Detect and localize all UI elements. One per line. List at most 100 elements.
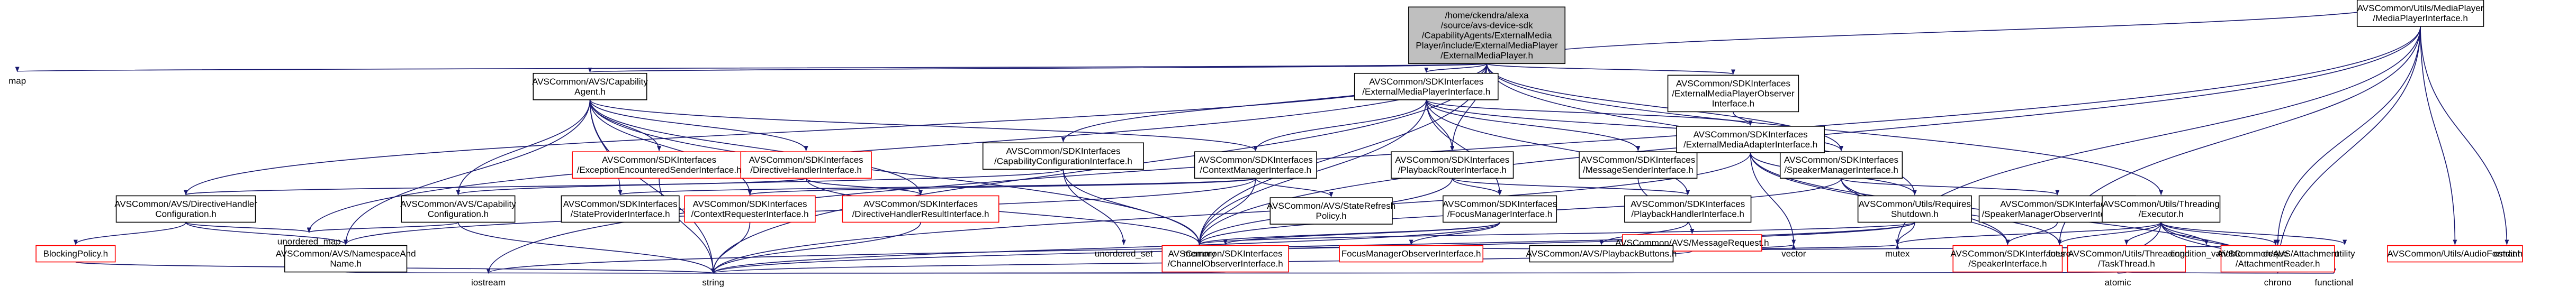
node-focus-manager[interactable]: AVSCommon/SDKInterfaces/FocusManagerInte… <box>1443 195 1557 223</box>
edge-context_requester-to-string <box>711 222 751 274</box>
node-channel-observer[interactable]: AVSCommon/SDKInterfaces/ChannelObserverI… <box>1161 245 1289 273</box>
node-box <box>284 245 408 273</box>
node-string[interactable]: string <box>702 277 724 287</box>
edge-context_manager-to-memory <box>1197 178 1256 245</box>
node-label-line: future <box>2048 249 2071 259</box>
node-focus-observer[interactable]: FocusManagerObserverInterface.h <box>1339 245 1484 263</box>
node-playback-handler[interactable]: AVSCommon/SDKInterfaces/PlaybackHandlerI… <box>1624 195 1752 223</box>
node-label-line: condition_variable <box>2170 249 2242 259</box>
node-task-thread[interactable]: AVSCommon/Utils/Threading/TaskThread.h <box>2067 245 2186 273</box>
edge-capability_agent-to-string <box>589 99 716 274</box>
edge-root-to-emp_observer <box>1486 63 1735 75</box>
edge-emp_interface-to-message_sender <box>1426 99 1641 152</box>
node-root[interactable]: /home/ckendra/alexa/source/avs-device-sd… <box>1408 6 1566 64</box>
node-media-adapter[interactable]: AVSCommon/SDKInterfaces/ExternalMediaAda… <box>1676 126 1825 153</box>
node-context-requester[interactable]: AVSCommon/SDKInterfaces/ContextRequester… <box>684 195 816 223</box>
node-attachment-reader[interactable]: AVSCommon/AVS/Attachment/AttachmentReade… <box>2217 245 2339 273</box>
edge-capability_agent-to-exception_sender <box>589 99 662 152</box>
node-label-line: AVSCommon/SDKInterfaces <box>1199 155 1313 165</box>
node-label-line: map <box>8 76 26 86</box>
node-box <box>1624 195 1752 223</box>
edge-focus_manager-to-focus_observer <box>1409 222 1500 245</box>
node-deque[interactable]: deque <box>2263 249 2288 259</box>
node-label-line: AVSCommon/SDKInterfaces <box>1006 146 1120 156</box>
node-utils-media-player[interactable]: AVSCommon/Utils/MediaPlayer/MediaPlayerI… <box>2356 0 2484 27</box>
node-label-line: /Executor.h <box>2139 209 2184 219</box>
node-speaker-manager[interactable]: AVSCommon/SDKInterfaces/SpeakerManagerIn… <box>1779 151 1903 179</box>
node-capability-config[interactable]: AVSCommon/SDKInterfaces/CapabilityConfig… <box>982 142 1144 170</box>
node-box <box>1579 151 1698 179</box>
node-box <box>1269 197 1393 225</box>
edge-threading_executor-to-deque <box>2160 222 2278 245</box>
node-directive-config[interactable]: AVSCommon/AVS/DirectiveHandlerConfigurat… <box>114 195 257 223</box>
node-memory[interactable]: memory <box>1183 249 1216 259</box>
node-speaker-interface[interactable]: AVSCommon/SDKInterfaces/SpeakerInterface… <box>1950 245 2065 273</box>
node-label-line: Agent.h <box>574 87 606 97</box>
edge-requires_shutdown-to-string <box>711 221 1915 274</box>
node-chrono[interactable]: chrono <box>2264 277 2292 287</box>
node-cstdint[interactable]: cstdint <box>2494 249 2520 259</box>
node-map[interactable]: map <box>8 76 26 86</box>
node-box <box>1779 151 1903 179</box>
node-directive-result[interactable]: AVSCommon/SDKInterfaces/DirectiveHandler… <box>842 195 999 223</box>
node-exception-sender[interactable]: AVSCommon/SDKInterfaces/ExceptionEncount… <box>572 151 746 179</box>
node-box <box>401 195 516 223</box>
edge-capability_agent-to-context_manager <box>589 99 1258 152</box>
node-atomic[interactable]: atomic <box>2105 277 2132 287</box>
node-box <box>2387 245 2523 263</box>
node-box <box>35 245 116 263</box>
node-emp-observer[interactable]: AVSCommon/SDKInterfaces/ExternalMediaPla… <box>1667 75 1799 113</box>
nodes-layer: /home/ckendra/alexa/source/avs-device-sd… <box>8 0 2523 287</box>
node-message-sender[interactable]: AVSCommon/SDKInterfaces/MessageSenderInt… <box>1579 151 1698 179</box>
node-box <box>740 151 872 179</box>
node-vector[interactable]: vector <box>1781 249 1806 259</box>
node-utility[interactable]: utility <box>2335 249 2355 259</box>
node-box <box>561 195 680 223</box>
node-playback-buttons[interactable]: AVSCommon/AVS/PlaybackButtons.h <box>1526 245 1677 263</box>
edge-capability_agent-to-namespace_name <box>344 99 591 245</box>
edge-threading_executor-to-mutex <box>1895 221 2162 245</box>
node-avs-cap-config[interactable]: AVSCommon/AVS/CapabilityConfiguration.h <box>400 195 516 223</box>
node-label-line: AVSCommon/AVS/StateRefresh <box>1267 201 1395 211</box>
node-audio-format[interactable]: AVSCommon/Utils/AudioFormat.h <box>2387 245 2523 263</box>
node-label-line: AVSCommon/Utils/MediaPlayer <box>2357 3 2484 13</box>
node-emp-interface[interactable]: AVSCommon/SDKInterfaces/ExternalMediaPla… <box>1354 72 1499 100</box>
edge-emp_observer-to-media_adapter <box>1733 112 1753 126</box>
node-label-line: AVSCommon/Utils/Requires <box>1859 199 1971 209</box>
node-unordered-map[interactable]: unordered_map <box>277 237 341 247</box>
node-label-line: utility <box>2335 249 2355 259</box>
node-label-line: /ContextManagerInterface.h <box>1200 165 1311 175</box>
edge-directive_handler-to-directive_config <box>184 178 807 196</box>
edge-root-to-emp_interface <box>1424 63 1488 73</box>
node-functional[interactable]: functional <box>2314 277 2353 287</box>
node-label-line: /PlaybackHandlerInterface.h <box>1631 209 1744 219</box>
node-box <box>1339 245 1484 263</box>
node-label-line: /MediaPlayerInterface.h <box>2373 13 2468 23</box>
node-unordered-set[interactable]: unordered_set <box>1095 249 1153 259</box>
node-label-line: AVSCommon/SDKInterfaces <box>1676 78 1790 88</box>
node-context-manager[interactable]: AVSCommon/SDKInterfaces/ContextManagerIn… <box>1194 151 1317 179</box>
node-iostream[interactable]: iostream <box>471 277 506 287</box>
node-capability-agent[interactable]: AVSCommon/AVS/CapabilityAgent.h <box>532 72 648 100</box>
node-label-line: /ExternalMediaAdapterInterface.h <box>1683 140 1817 150</box>
node-label-line: /MessageSenderInterface.h <box>1583 165 1694 175</box>
node-label-line: iostream <box>471 277 506 287</box>
node-threading-executor[interactable]: AVSCommon/Utils/Threading/Executor.h <box>2102 195 2221 223</box>
edge-emp_interface-to-playback_handler <box>1426 99 1690 196</box>
node-state-provider[interactable]: AVSCommon/SDKInterfaces/StateProviderInt… <box>561 195 680 223</box>
node-label-line: /StateProviderInterface.h <box>571 209 670 219</box>
node-label-line: AVSCommon/SDKInterfaces <box>563 199 678 209</box>
node-mutex[interactable]: mutex <box>1885 249 1910 259</box>
node-condition-variable[interactable]: condition_variable <box>2170 249 2242 259</box>
node-blocking-policy[interactable]: BlockingPolicy.h <box>35 245 116 263</box>
node-directive-handler[interactable]: AVSCommon/SDKInterfaces/DirectiveHandler… <box>740 151 872 179</box>
node-label-line: AVSCommon/SDKInterfaces <box>863 199 978 209</box>
node-future[interactable]: future <box>2048 249 2071 259</box>
node-playback-router[interactable]: AVSCommon/SDKInterfaces/PlaybackRouterIn… <box>1391 151 1514 179</box>
edge-capability_agent-to-directive_result <box>589 99 923 196</box>
edge-capability_agent-to-context_requester <box>589 99 752 196</box>
edge-threading_executor-to-future <box>2057 222 2162 245</box>
